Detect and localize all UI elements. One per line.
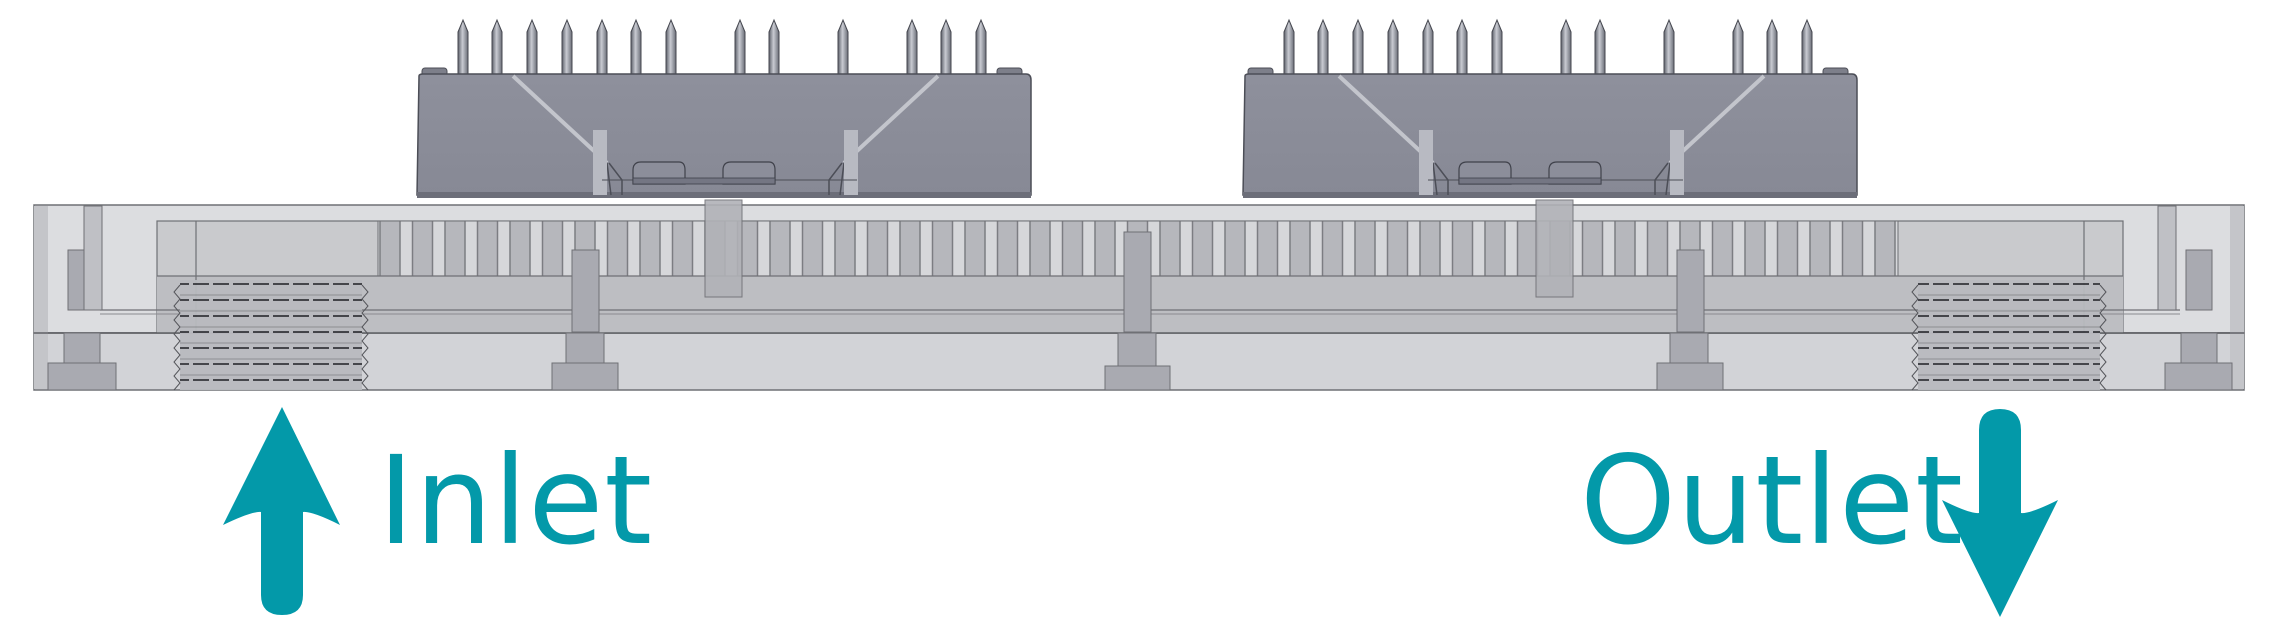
module-pins: [457, 18, 987, 75]
power-module-right: [1242, 18, 1858, 198]
power-module-left: [416, 18, 1032, 198]
screws: [47, 205, 2233, 391]
screw-2: [551, 249, 619, 391]
inlet-label: Inlet: [378, 430, 654, 572]
outlet-port-thread: [1911, 280, 2107, 391]
outlet-label: Outlet: [1580, 430, 1964, 572]
inlet-arrow-icon: [223, 407, 340, 615]
inlet-port-thread: [173, 280, 369, 391]
screw-3: [1104, 231, 1171, 391]
screw-4: [1656, 249, 1724, 391]
screw-1: [47, 205, 117, 391]
screw-5: [2157, 205, 2233, 391]
locating-pins: [704, 199, 1574, 298]
module-pins: [1283, 18, 1813, 75]
outlet-arrow-icon: [1942, 409, 2058, 617]
